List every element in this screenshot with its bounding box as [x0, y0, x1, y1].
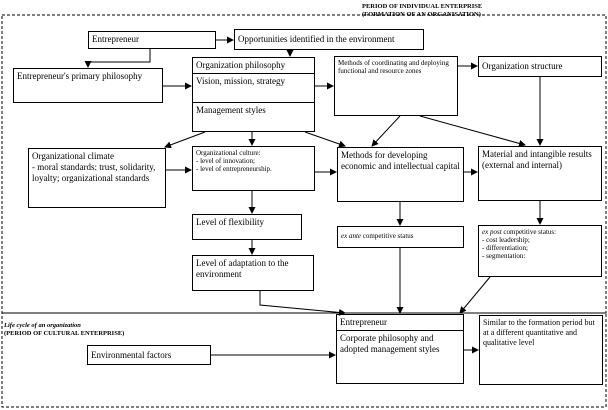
methods-coordinating-box: Methods of coordinating and deploying fu…: [334, 56, 458, 116]
primary-philosophy-text: Entrepreneur's primary philosophy: [17, 71, 143, 81]
expost-line1: - cost leadership;: [482, 236, 530, 244]
arrow: [371, 115, 401, 147]
culture-line2: - level of entrepreneurship.: [196, 165, 272, 173]
results-box: Material and intangible results (externa…: [478, 146, 602, 201]
arrow: [259, 291, 346, 316]
lifecycle-label-line1: Life cycle of an organization: [4, 322, 81, 329]
exante-box: ex ante competitive status: [337, 226, 464, 248]
org-structure-box: Organization structure: [478, 56, 602, 77]
arrow: [419, 115, 526, 147]
period-individual-label-line1: PERIOD OF INDIVIDUAL ENTERPRISE: [362, 3, 483, 10]
climate-body: - moral standards: trust, solidarity, lo…: [32, 162, 156, 183]
flexibility-box: Level of flexibility: [192, 214, 302, 240]
divider: [337, 330, 463, 331]
arrow: [84, 49, 151, 68]
methods-coordinating-text: Methods of coordinating and deploying fu…: [338, 59, 449, 75]
opportunities-box: Opportunities identified in the environm…: [234, 29, 424, 50]
period-individual-label-line2: (FORMATION OF AN ORGANISATION): [362, 11, 481, 18]
expost-italic: ex post: [482, 228, 502, 236]
primary-philosophy-box: Entrepreneur's primary philosophy: [13, 68, 163, 103]
vision-text: Vision, mission, strategy: [196, 76, 285, 86]
entrepreneur-bottom-box: Entrepreneur Corporate philosophy and ad…: [336, 314, 464, 384]
cultural-period-frame: [1, 312, 607, 408]
adaptation-text: Level of adaptation to the environment: [196, 258, 289, 279]
env-factors-text: Environmental factors: [91, 350, 172, 360]
divider: [193, 73, 314, 74]
methods-developing-box: Methods for developing economic and inte…: [337, 147, 464, 202]
philosophy-stack-box: Organization philosophy Vision, mission,…: [192, 57, 315, 132]
similar-text: Similar to the formation period but at a…: [483, 318, 595, 347]
expost-box: ex post competitive status: - cost leade…: [478, 225, 602, 277]
climate-box: Organizational climate - moral standards…: [28, 148, 166, 208]
entrepreneur-top-text: Entrepreneur: [92, 34, 139, 44]
arrow: [459, 276, 491, 314]
corporate-text: Corporate philosophy and adopted managem…: [340, 333, 440, 354]
mgmt-styles-text: Management styles: [196, 105, 266, 115]
climate-title: Organizational climate: [32, 151, 115, 161]
exante-italic: ex ante: [341, 232, 362, 240]
entrepreneur-top-box: Entrepreneur: [88, 31, 216, 49]
arrow: [164, 131, 206, 149]
individual-period-frame: [1, 14, 607, 314]
culture-box: Organizational culture: - level of innov…: [192, 146, 315, 191]
org-philosophy-text: Organization philosophy: [196, 60, 286, 70]
results-text: Material and intangible results (externa…: [482, 149, 592, 170]
org-structure-text: Organization structure: [482, 61, 563, 71]
expost-line3: - segmentation:: [482, 252, 526, 260]
lifecycle-label-line2: (PERIOD OF CULTURAL ENTERPRISE): [4, 330, 125, 337]
divider: [193, 102, 314, 103]
opportunities-text: Opportunities identified in the environm…: [238, 34, 395, 44]
methods-developing-text: Methods for developing economic and inte…: [341, 150, 460, 171]
culture-line1: - level of innovation;: [196, 157, 255, 165]
culture-title: Organizational culture:: [196, 149, 261, 157]
entrepreneur-bottom-text: Entrepreneur: [340, 317, 387, 327]
adaptation-box: Level of adaptation to the environment: [192, 255, 314, 291]
flexibility-text: Level of flexibility: [196, 217, 264, 227]
env-factors-box: Environmental factors: [87, 345, 211, 365]
arrow: [304, 131, 346, 148]
expost-line2: - differentiation;: [482, 244, 528, 252]
similar-box: Similar to the formation period but at a…: [479, 315, 603, 385]
exante-rest: competitive status: [361, 232, 414, 240]
expost-rest: competitive status:: [501, 228, 557, 236]
